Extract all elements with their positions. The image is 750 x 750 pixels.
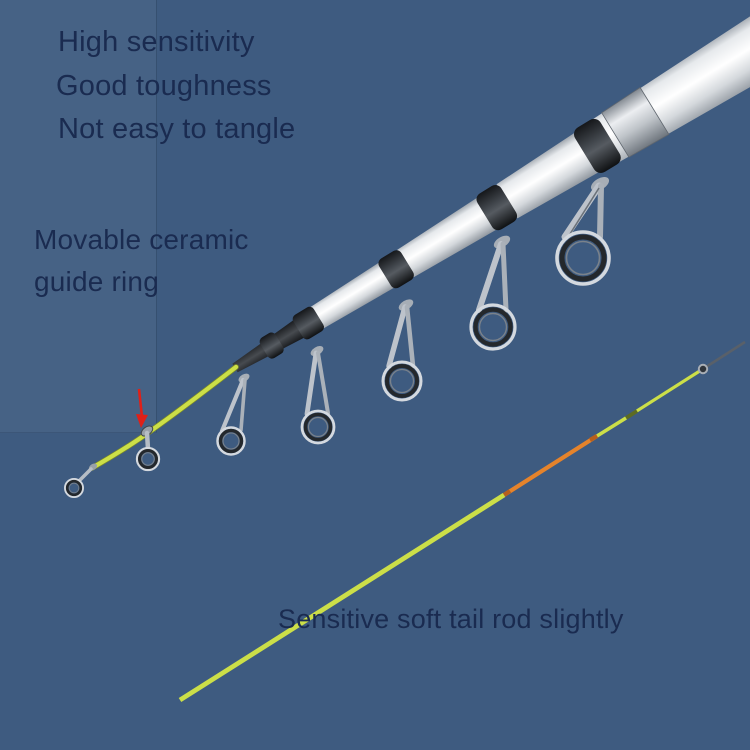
guide-ceramic-ring	[65, 479, 83, 497]
arrow-shaft	[137, 388, 144, 418]
guide-frame-ring	[64, 478, 84, 498]
guide-leg	[144, 430, 151, 452]
rod-section-3	[397, 191, 507, 278]
soft-tail-rod	[178, 340, 746, 703]
annotation-high-sensitivity: High sensitivity	[58, 26, 255, 58]
guide-inner-rim	[389, 368, 415, 394]
guide-frame-ring	[135, 446, 161, 472]
guide-ring-2	[469, 235, 517, 351]
guide-ceramic-ring	[559, 234, 607, 282]
rod-metal-collar	[601, 86, 670, 158]
rod-ferrule-bulge	[259, 332, 284, 359]
guide-leg	[304, 350, 319, 417]
annotation-movable-ceramic: Movable ceramic	[34, 224, 249, 255]
rod-body	[232, 0, 750, 373]
tail-yellow-lower	[178, 492, 506, 703]
guide-ceramic-ring	[218, 428, 244, 454]
guide-leg	[77, 467, 93, 483]
rod-joint-ring-1	[573, 118, 621, 173]
guide-leg	[597, 183, 604, 240]
annotation-good-toughness: Good toughness	[56, 70, 272, 102]
guide-ring-5	[216, 373, 250, 456]
guide-leg	[404, 304, 416, 369]
guide-ceramic-ring	[473, 307, 513, 347]
guide-frame-ring	[469, 303, 517, 351]
guide-inner-rim	[222, 432, 240, 450]
tail-dark-band	[624, 409, 639, 420]
guide-leg-shade	[569, 187, 600, 235]
arrow-head	[136, 414, 148, 428]
guide-ring-4	[300, 346, 336, 445]
movable-ceramic-guide-ring	[135, 425, 161, 472]
tail-yellow-mid	[596, 416, 627, 438]
guide-frame-ring	[381, 360, 423, 402]
guide-leg	[316, 351, 330, 415]
guide-ring-1	[555, 177, 611, 286]
guide-frame-ring	[555, 230, 611, 286]
annotation-guide-ring: guide ring	[34, 266, 159, 297]
rod-joint-ring-3	[378, 250, 414, 289]
guide-leg	[561, 182, 603, 241]
rod-tip	[89, 364, 239, 471]
annotation-not-easy-to-tangle: Not easy to tangle	[58, 113, 296, 145]
rod-joint-ring-2	[476, 184, 518, 231]
rod-section-4	[310, 256, 404, 329]
background-panel	[0, 0, 157, 433]
tail-tip-top-guide	[697, 363, 709, 375]
tail-orange-edge-1	[588, 434, 599, 442]
tip-top-guide	[64, 463, 98, 498]
guide-leg	[476, 241, 504, 313]
guide-inner-rim	[68, 482, 80, 494]
tail-orange-edge-2	[502, 489, 512, 497]
tail-yellow-upper	[631, 365, 707, 416]
tail-orange-segment	[502, 434, 599, 497]
annotation-soft-tail: Sensitive soft tail rod slightly	[278, 604, 624, 634]
guide-inner-rim	[565, 240, 601, 276]
guide-leg	[386, 304, 408, 369]
rod-joint-ring-4	[292, 306, 324, 340]
guide-ceramic-ring	[385, 364, 419, 398]
guide-leg	[219, 377, 246, 434]
guide-inner-rim	[141, 452, 155, 466]
guide-inner-rim	[307, 416, 329, 438]
rod-section-2	[496, 125, 610, 219]
guide-frame-ring	[216, 426, 246, 456]
rod-tip-yellow	[89, 364, 239, 471]
guide-ring-3	[381, 299, 423, 402]
tail-tip-end	[705, 340, 746, 369]
guide-leg	[239, 378, 247, 432]
guide-frame-ring	[300, 409, 336, 445]
guide-inner-rim	[478, 312, 508, 342]
guide-ceramic-ring	[303, 412, 333, 442]
pointer-arrow	[136, 388, 148, 428]
guide-leg	[500, 241, 509, 313]
guide-ceramic-ring	[138, 449, 158, 469]
